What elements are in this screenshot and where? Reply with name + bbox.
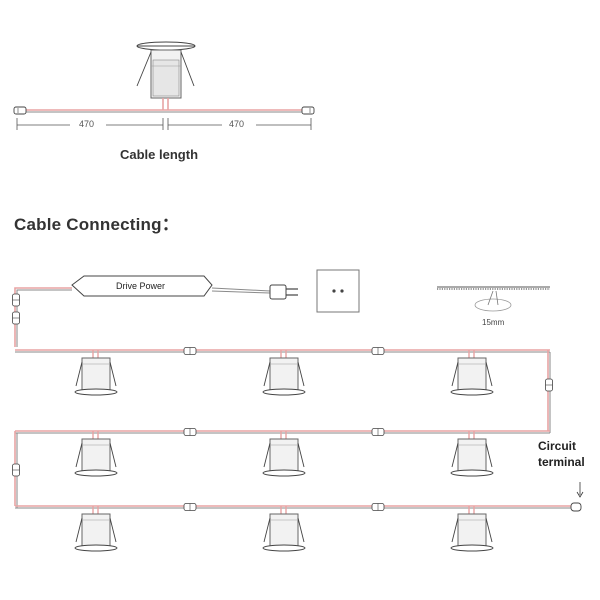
circuit-terminal-label: Circuit terminal (538, 438, 585, 470)
recessed-light-icon (262, 350, 306, 396)
terminal-cap-icon (570, 482, 584, 512)
plug-icon (269, 284, 298, 300)
dimension-lines (16, 118, 312, 130)
right-length-label: 470 (229, 119, 245, 129)
recessed-light-icon (74, 506, 118, 552)
left-length-label: 470 (79, 119, 95, 129)
ceiling-hole-icon (437, 286, 550, 312)
switch-icon (316, 269, 360, 313)
recessed-light-icon (74, 431, 118, 477)
recessed-light-icon (262, 506, 306, 552)
circuit-terminal-line1: Circuit (538, 439, 577, 453)
drive-power-box (71, 275, 213, 297)
top-cable (13, 106, 315, 115)
top-light-fixture (136, 41, 196, 110)
section-title: Cable Connecting： (14, 215, 179, 234)
recessed-light-icon (450, 431, 494, 477)
connector-icon (12, 293, 553, 511)
recessed-light-icon (450, 506, 494, 552)
recessed-light-icon (262, 431, 306, 477)
mains-cable (211, 287, 271, 294)
recessed-light-icon (74, 350, 118, 396)
circuit-terminal-line2: terminal (538, 455, 585, 469)
hole-size-label: 15mm (482, 318, 505, 327)
drive-power-label: Drive Power (116, 281, 166, 291)
cable-length-caption: Cable length (120, 147, 199, 162)
recessed-light-icon (450, 350, 494, 396)
